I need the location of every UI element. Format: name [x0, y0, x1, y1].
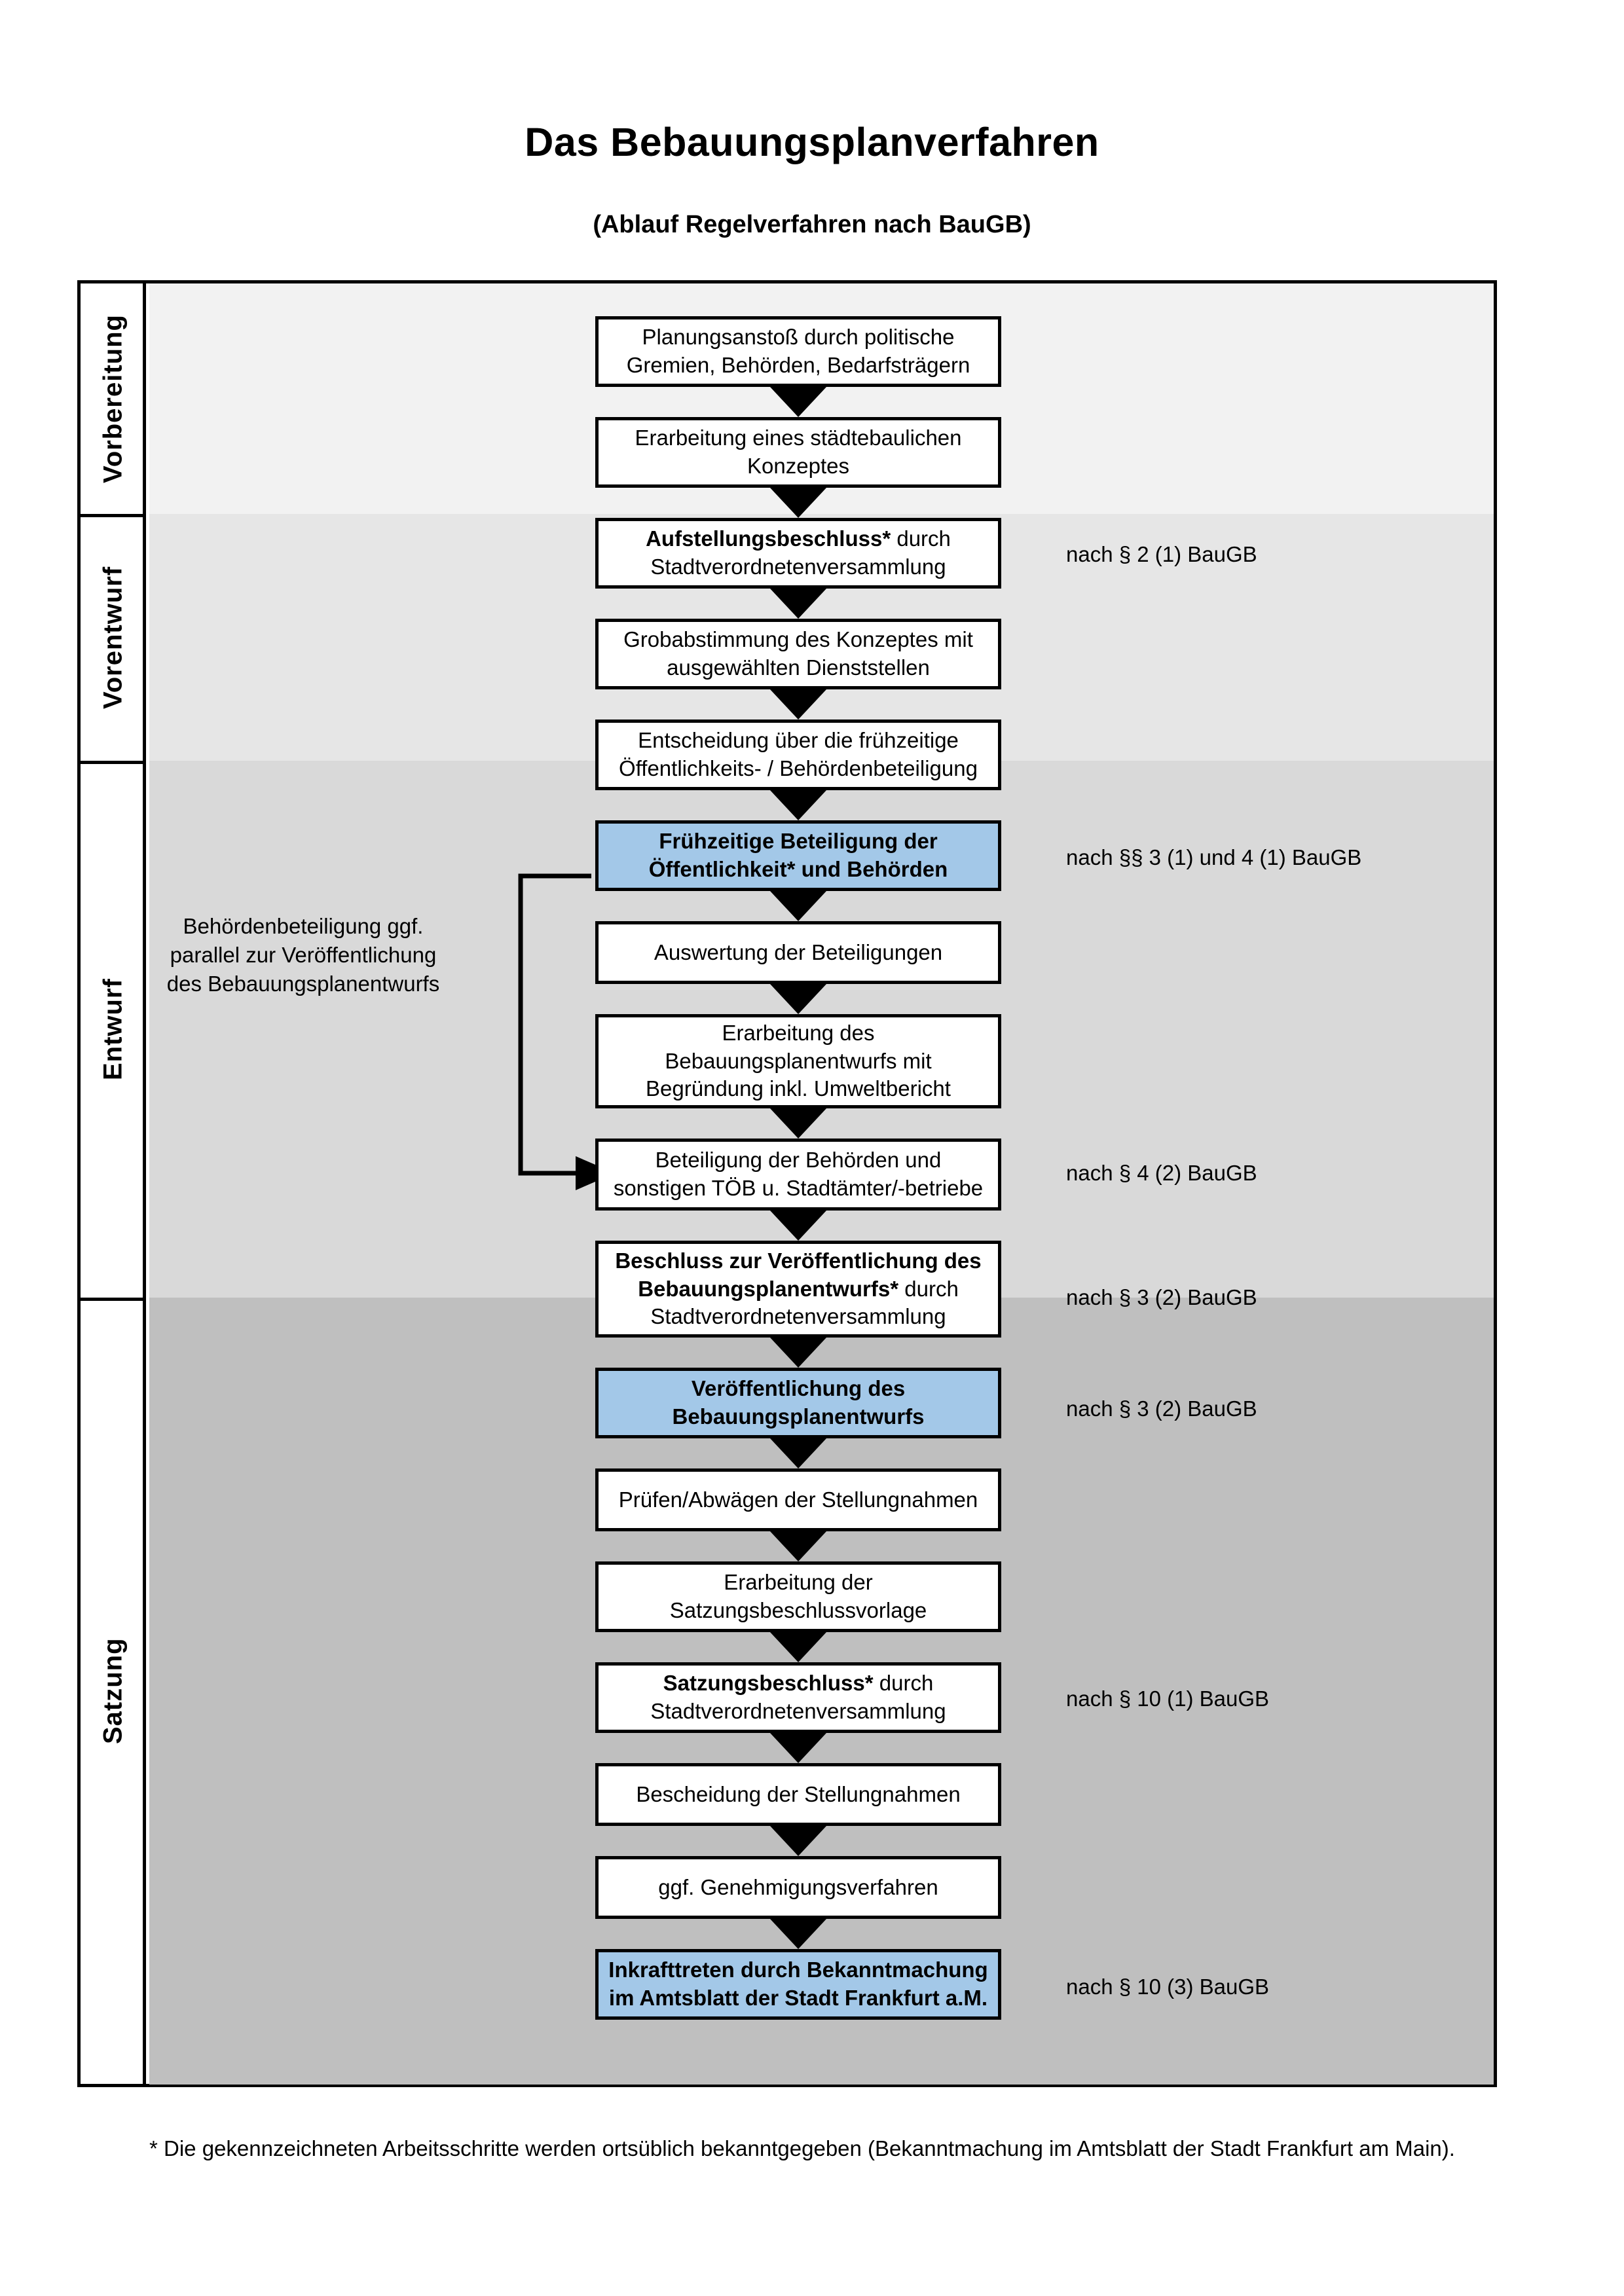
step-text: Prüfen/Abwägen der Stellungnahmen — [618, 1487, 978, 1512]
flow-arrow-11 — [770, 1438, 826, 1468]
step-box-erarbeitung-bebauungsplanentwurf[interactable]: Erarbeitung des Bebauungsplanentwurfs mi… — [595, 1014, 1001, 1108]
step-text: Veröffentlichung des Bebauungsplanentwur… — [672, 1376, 925, 1429]
step-box-genehmigungsverfahren[interactable]: ggf. Genehmigungsverfahren — [595, 1856, 1001, 1919]
flow-arrow-1 — [770, 387, 826, 417]
step-text: Grobabstimmung des Konzeptes mit ausgewä… — [623, 627, 973, 680]
phase-label-text: Satzung — [98, 1637, 128, 1745]
step-box-grobabstimmung[interactable]: Grobabstimmung des Konzeptes mit ausgewä… — [595, 619, 1001, 689]
page-subtitle: (Ablauf Regelverfahren nach BauGB) — [593, 211, 1031, 238]
legal-note-paragraph-4-2: nach § 4 (2) BauGB — [1066, 1161, 1257, 1185]
flow-arrow-3 — [770, 589, 826, 619]
step-text: Inkrafttreten durch Bekanntmachung im Am… — [606, 1956, 990, 2013]
legal-note-paragraph-3-2-a: nach § 3 (2) BauGB — [1066, 1285, 1257, 1309]
phase-label-entwurf: Entwurf — [81, 761, 146, 1298]
step-box-staedtebauliches-konzept[interactable]: Erarbeitung eines städtebaulichen Konzep… — [595, 417, 1001, 488]
phase-divider-3 — [81, 1298, 146, 1301]
step-box-planungsanstoss[interactable]: Planungsanstoß durch politische Gremien,… — [595, 316, 1001, 387]
step-box-bescheidung-stellungnahmen[interactable]: Bescheidung der Stellungnahmen — [595, 1763, 1001, 1826]
step-box-pruefen-abwaegen[interactable]: Prüfen/Abwägen der Stellungnahmen — [595, 1468, 1001, 1531]
flow-arrow-15 — [770, 1826, 826, 1856]
process-frame: Vorbereitung Vorentwurf Entwurf Satzung … — [77, 280, 1497, 2087]
phase-label-column — [81, 283, 146, 2084]
step-box-beschluss-veroeffentlichung[interactable]: Beschluss zur Veröffentlichung des Bebau… — [595, 1241, 1001, 1338]
step-text-rest: durch Stadtverordnetenversammlung — [650, 1671, 946, 1723]
step-box-auswertung-beteiligungen[interactable]: Auswertung der Beteiligungen — [595, 921, 1001, 984]
step-box-aufstellungsbeschluss[interactable]: Aufstellungsbeschluss* durch Stadtverord… — [595, 518, 1001, 589]
flow-arrow-9 — [770, 1211, 826, 1241]
phase-label-satzung: Satzung — [81, 1298, 146, 2085]
step-text-rest: durch Stadtverordnetenversammlung — [650, 526, 951, 579]
step-text: Erarbeitung des Bebauungsplanentwurfs mi… — [646, 1020, 951, 1101]
footnote-text: * Die gekennzeichneten Arbeitsschritte w… — [149, 2136, 1455, 2160]
step-text-bold: Beschluss zur Veröffentlichung des Bebau… — [615, 1248, 982, 1301]
step-text: Bescheidung der Stellungnahmen — [636, 1781, 961, 1806]
phase-label-text: Entwurf — [98, 978, 128, 1080]
step-text-rest: durch Bekanntmachung im Amtsblatt der St… — [608, 1958, 988, 2010]
flow-arrow-5 — [770, 790, 826, 820]
legal-note-paragraph-3-2-b: nach § 3 (2) BauGB — [1066, 1396, 1257, 1421]
step-text: Planungsanstoß durch politische Gremien,… — [626, 325, 970, 377]
step-box-beteiligung-behoerden-toeb[interactable]: Beteiligung der Behörden und sonstigen T… — [595, 1139, 1001, 1211]
step-text-rest: durch Stadtverordnetenversammlung — [650, 1276, 959, 1329]
legal-note-paragraph-10-1: nach § 10 (1) BauGB — [1066, 1686, 1270, 1711]
side-annotation-behoerdenbeteiligung: Behördenbeteiligung ggf. parallel zur Ve… — [166, 914, 440, 996]
flow-arrow-16 — [770, 1919, 826, 1949]
flow-arrow-14 — [770, 1733, 826, 1763]
step-text: Aufstellungsbeschluss* durch Stadtverord… — [606, 525, 990, 581]
flow-arrow-4 — [770, 689, 826, 720]
step-text: Satzungsbeschluss* durch Stadtverordnete… — [606, 1669, 990, 1726]
step-text: Erarbeitung der Satzungsbeschlussvorlage — [669, 1570, 927, 1622]
legal-note-paragraph-3-1-4-1: nach §§ 3 (1) und 4 (1) BauGB — [1066, 845, 1362, 869]
flow-arrow-10 — [770, 1338, 826, 1368]
flow-arrow-12 — [770, 1531, 826, 1561]
step-text: Erarbeitung eines städtebaulichen Konzep… — [635, 426, 962, 478]
step-text-bold: Satzungsbeschluss* — [663, 1671, 874, 1696]
flow-arrow-13 — [770, 1632, 826, 1662]
phase-divider-1 — [81, 514, 146, 517]
flow-arrow-2 — [770, 488, 826, 518]
phase-label-text: Vorentwurf — [98, 566, 128, 709]
step-text: Auswertung der Beteiligungen — [654, 939, 943, 964]
flow-arrow-7 — [770, 984, 826, 1014]
flow-arrow-8 — [770, 1108, 826, 1139]
phase-label-text: Vorbereitung — [98, 314, 128, 483]
phase-label-vorbereitung: Vorbereitung — [81, 283, 146, 514]
phase-label-vorentwurf: Vorentwurf — [81, 514, 146, 761]
step-box-satzungsbeschluss[interactable]: Satzungsbeschluss* durch Stadtverordnete… — [595, 1662, 1001, 1733]
step-text: Frühzeitige Beteiligung der Öffentlichke… — [648, 829, 948, 881]
step-box-erarbeitung-satzungsvorlage[interactable]: Erarbeitung der Satzungsbeschlussvorlage — [595, 1561, 1001, 1632]
step-text-bold: Aufstellungsbeschluss* — [646, 526, 891, 551]
legal-note-paragraph-10-3: nach § 10 (3) BauGB — [1066, 1975, 1270, 1999]
step-box-fruehzeitige-beteiligung[interactable]: Frühzeitige Beteiligung der Öffentlichke… — [595, 820, 1001, 891]
step-text: Beteiligung der Behörden und sonstigen T… — [613, 1148, 984, 1200]
flow-arrow-6 — [770, 891, 826, 921]
phase-divider-2 — [81, 761, 146, 764]
step-box-veroeffentlichung-entwurf[interactable]: Veröffentlichung des Bebauungsplanentwur… — [595, 1368, 1001, 1438]
step-box-entscheidung-fruehzeitige-beteiligung[interactable]: Entscheidung über die frühzeitige Öffent… — [595, 720, 1001, 790]
step-text-bold: Inkrafttreten — [608, 1958, 735, 1982]
page-title: Das Bebauungsplanverfahren — [525, 120, 1099, 164]
step-text: Entscheidung über die frühzeitige Öffent… — [619, 728, 978, 780]
step-text: Beschluss zur Veröffentlichung des Bebau… — [606, 1247, 990, 1332]
step-text: ggf. Genehmigungsverfahren — [658, 1874, 938, 1899]
step-box-inkrafttreten[interactable]: Inkrafttreten durch Bekanntmachung im Am… — [595, 1949, 1001, 2020]
legal-note-paragraph-2-1: nach § 2 (1) BauGB — [1066, 542, 1257, 566]
